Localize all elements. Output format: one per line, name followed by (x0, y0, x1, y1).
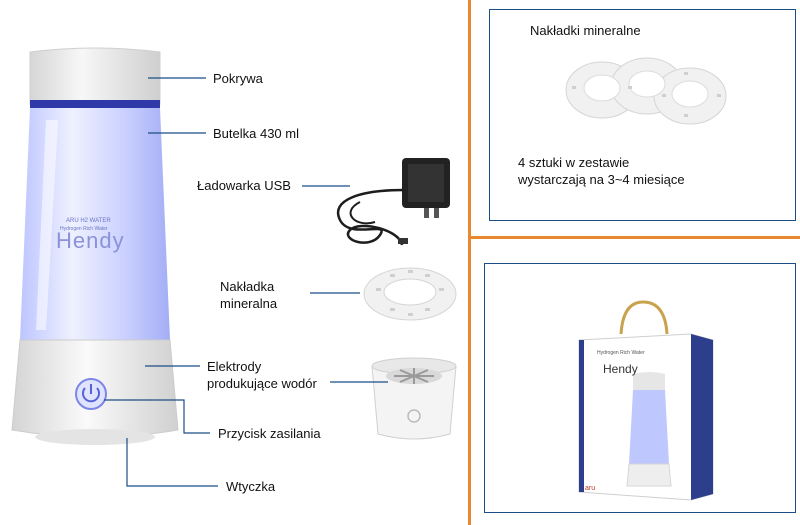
hendy-bottle-illustration: ARU H2 WATER Hydrogen Rich Water (11, 47, 179, 445)
box-brand-text: Hendy (603, 362, 638, 376)
label-power-button: Przycisk zasilania (218, 426, 321, 441)
label-mineral-line1: Nakładka (220, 279, 275, 294)
label-plug: Wtyczka (226, 479, 276, 494)
panel-desc-line1: 4 sztuki w zestawie (518, 155, 630, 170)
packaging-panel: Hydrogen Rich Water aru Hendy (484, 263, 796, 513)
label-mineral-line2: mineralna (220, 296, 278, 311)
label-electrodes-line1: Elektrody (207, 359, 262, 374)
horizontal-divider (471, 236, 800, 239)
panel-title: Nakładki mineralne (530, 23, 641, 38)
mineral-rings-set-illustration (565, 57, 727, 125)
label-bottle: Butelka 430 ml (213, 126, 299, 141)
panel-desc-line2: wystarczają na 3~4 miesiące (518, 172, 685, 187)
label-charger: Ładowarka USB (197, 178, 291, 193)
product-box-illustration: Hydrogen Rich Water aru (578, 300, 714, 501)
usb-charger-illustration (336, 158, 450, 246)
svg-text:aru: aru (585, 485, 595, 492)
vertical-divider (468, 0, 471, 525)
svg-text:Hydrogen Rich Water: Hydrogen Rich Water (597, 350, 645, 356)
mineral-ring-illustration (363, 267, 457, 321)
mineral-rings-panel: Nakładki mineralne 4 sztuki w zestawie w… (489, 9, 796, 221)
bottle-brand-text: Hendy (56, 228, 125, 253)
product-diagram: ARU H2 WATER Hydrogen Rich Water Hendy (11, 47, 457, 494)
svg-text:ARU H2 WATER: ARU H2 WATER (66, 218, 111, 224)
label-electrodes-line2: produkujące wodór (207, 376, 317, 391)
label-lid: Pokrywa (213, 71, 263, 86)
svg-text:Hydrogen Rich Water: Hydrogen Rich Water (60, 226, 108, 232)
label-connector-lines (104, 77, 388, 487)
electrode-base-illustration (371, 357, 457, 440)
